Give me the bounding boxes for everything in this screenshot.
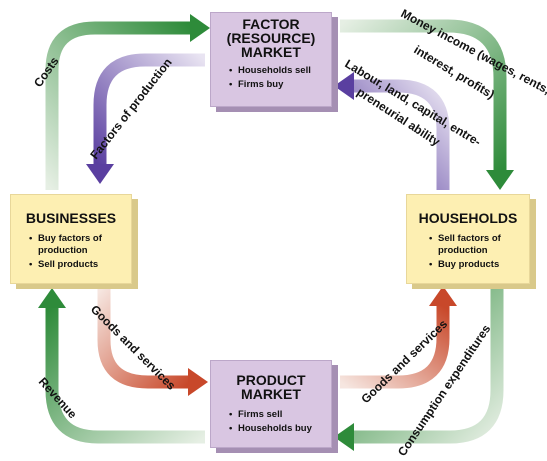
money-income-arrowhead bbox=[486, 170, 514, 190]
goods-services-left-arrowhead bbox=[188, 368, 208, 396]
goods-services-left-arrow bbox=[97, 286, 190, 389]
labour-land-arrowhead bbox=[334, 72, 354, 100]
households-title: HOUSEHOLDS bbox=[418, 210, 518, 226]
households-bullet: Sell factors of production bbox=[429, 233, 529, 257]
households-bullets: Sell factors of production Buy products bbox=[429, 233, 529, 271]
businesses-bullet: Sell products bbox=[29, 259, 131, 271]
consumption-arrowhead bbox=[334, 423, 354, 451]
factor-market-bullet: Households sell bbox=[229, 65, 331, 76]
businesses-bullets: Buy factors of production Sell products bbox=[29, 233, 131, 271]
factors-of-production-arrowhead bbox=[86, 164, 114, 184]
costs-arrow bbox=[45, 21, 192, 190]
product-market-bullets: Firms sell Households buy bbox=[229, 409, 331, 434]
costs-arrowhead bbox=[190, 14, 210, 42]
goods-services-right-arrow bbox=[340, 306, 450, 389]
households-bullet: Buy products bbox=[429, 259, 529, 271]
factor-market-title: FACTOR (RESOURCE) MARKET bbox=[226, 16, 316, 60]
businesses-title: BUSINESSES bbox=[25, 210, 117, 226]
revenue-arrowhead bbox=[38, 288, 66, 308]
factor-market-box: FACTOR (RESOURCE) MARKET Households sell… bbox=[210, 12, 332, 107]
product-market-bullet: Households buy bbox=[229, 423, 331, 434]
businesses-bullet: Buy factors of production bbox=[29, 233, 131, 257]
money-income-arrow bbox=[340, 19, 507, 172]
product-market-title: PRODUCT MARKET bbox=[236, 372, 306, 402]
goods-services-right-arrowhead bbox=[429, 286, 457, 306]
consumption-arrow bbox=[352, 288, 504, 444]
households-box: HOUSEHOLDS Sell factors of production Bu… bbox=[406, 194, 530, 284]
businesses-box: BUSINESSES Buy factors of production Sel… bbox=[10, 194, 132, 284]
labour-land-arrow bbox=[352, 79, 450, 190]
factor-market-bullets: Households sell Firms buy bbox=[229, 65, 331, 90]
factor-market-bullet: Firms buy bbox=[229, 79, 331, 90]
revenue-arrow bbox=[45, 306, 205, 444]
product-market-bullet: Firms sell bbox=[229, 409, 331, 420]
product-market-box: PRODUCT MARKET Firms sell Households buy bbox=[210, 360, 332, 448]
factors-of-production-arrow bbox=[93, 53, 205, 166]
